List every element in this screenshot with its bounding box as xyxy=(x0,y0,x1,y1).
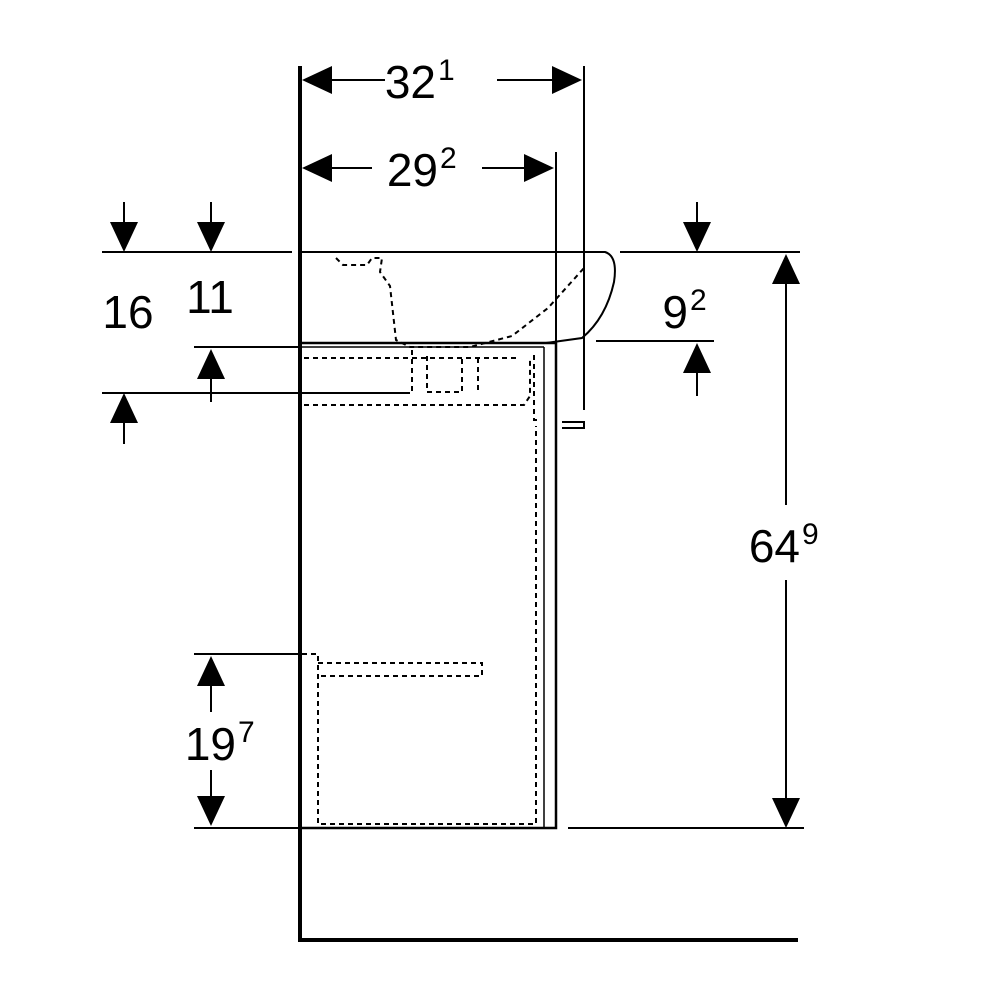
arrow-down xyxy=(110,222,138,252)
dim-rim-height: 9 2 xyxy=(662,202,711,396)
arrow-right xyxy=(524,154,554,182)
dim-sup-label: 2 xyxy=(440,142,457,175)
arrow-left xyxy=(302,66,332,94)
dim-sup-label: 1 xyxy=(438,54,455,87)
dim-label: 19 xyxy=(185,718,236,770)
shelf-hidden xyxy=(318,662,483,677)
cabinet-body xyxy=(300,341,558,830)
dim-basin-height-left: 16 xyxy=(102,202,154,444)
wall-and-floor xyxy=(298,66,798,942)
arrow-up xyxy=(772,254,800,284)
arrow-up xyxy=(110,393,138,423)
drawer-hidden-lines xyxy=(304,357,531,406)
dim-label: 11 xyxy=(186,271,234,323)
dim-overall-depth: 32 1 xyxy=(302,54,582,108)
dim-label: 9 xyxy=(662,286,688,338)
arrow-left xyxy=(302,154,332,182)
dim-label: 64 xyxy=(749,520,800,572)
dim-total-height: 64 9 xyxy=(749,254,819,828)
dim-sup-label: 9 xyxy=(802,518,819,551)
arrow-right xyxy=(552,66,582,94)
dim-sup-label: 7 xyxy=(238,716,255,749)
lower-compartment-hidden xyxy=(302,426,537,825)
dim-label: 32 xyxy=(385,56,436,108)
arrow-down xyxy=(197,796,225,826)
arrow-up xyxy=(197,349,225,379)
washbasin xyxy=(300,251,616,348)
arrow-up xyxy=(683,343,711,373)
cabinet-handle xyxy=(562,421,585,429)
arrow-down xyxy=(197,222,225,252)
arrow-up xyxy=(197,656,225,686)
dim-label: 16 xyxy=(102,286,153,338)
vanity-cabinet xyxy=(300,341,585,830)
siphon-hidden xyxy=(411,350,479,393)
front-hidden-line xyxy=(533,355,538,421)
dim-basin-offset: 11 xyxy=(186,202,234,402)
dim-inner-depth: 29 2 xyxy=(302,142,554,196)
basin-hidden-bowl xyxy=(335,257,585,348)
extension-lines xyxy=(102,66,804,829)
dim-shelf-height: 19 7 xyxy=(185,656,255,826)
dim-sup-label: 2 xyxy=(690,284,707,317)
basin-outline xyxy=(300,251,616,344)
dim-label: 29 xyxy=(387,144,438,196)
arrow-down xyxy=(772,798,800,828)
arrow-down xyxy=(683,222,711,252)
